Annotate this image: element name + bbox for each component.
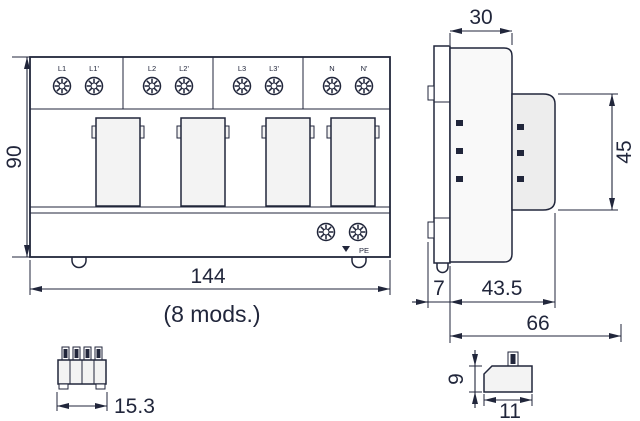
terminal-foot	[58, 383, 69, 390]
plug-pin-contact	[510, 354, 516, 364]
vent-slot-marks	[456, 120, 524, 182]
screw-terminal-icon	[316, 222, 336, 242]
terminal-foot	[95, 383, 106, 390]
front-panel-lines	[30, 57, 390, 214]
terminal-block-detail	[57, 346, 107, 390]
plug-module	[91, 117, 145, 207]
dim-height-90: 90	[3, 56, 31, 258]
screw-terminal-icon	[354, 76, 374, 96]
dim-height-45: 45	[558, 93, 636, 211]
dim-value: 90	[3, 145, 26, 168]
front-view: L1 L1' L2 L2' L3 L3' N N'	[29, 56, 391, 269]
plug-body	[483, 365, 533, 393]
rail-clip-lower	[427, 221, 435, 239]
din-rail-column	[433, 45, 451, 264]
mounting-hooks	[71, 257, 367, 269]
terminal-label: N	[329, 64, 334, 73]
terminal-label: L3	[238, 64, 246, 73]
terminal-label: L1	[58, 64, 66, 73]
dim-value: 43.5	[482, 277, 523, 300]
dim-value: 9	[445, 373, 468, 385]
modules-note: (8 mods.)	[163, 301, 260, 327]
extension-lines	[56, 392, 108, 411]
contact-pins	[63, 349, 101, 358]
screw-terminal-icon	[52, 76, 72, 96]
screw-terminal-icon	[174, 76, 194, 96]
release-clip	[436, 263, 449, 274]
dim-value: 11	[499, 400, 521, 421]
rail-clip-upper	[427, 85, 435, 101]
plug-module	[176, 117, 230, 207]
screw-terminal-icon	[142, 76, 162, 96]
dim-total-66: 66	[450, 312, 622, 342]
dim-top-30: 30	[449, 6, 513, 45]
dim-value: 7	[433, 277, 445, 300]
terminal-label: L1'	[89, 64, 99, 73]
extension-lines	[449, 33, 513, 45]
screw-terminal-icon	[322, 76, 342, 96]
terminal-dividers	[69, 360, 95, 384]
dim-value: 30	[469, 6, 492, 29]
dim-value: 66	[526, 312, 549, 335]
screw-terminal-icon	[232, 76, 252, 96]
side-view	[427, 45, 556, 274]
dim-value: 15.3	[114, 395, 155, 418]
dim-value: 144	[190, 265, 225, 288]
dim-width-15p3: 15.3	[56, 392, 155, 418]
dim-width-144: 144	[29, 260, 391, 295]
terminal-label: L2'	[179, 64, 189, 73]
screw-terminal-icon	[348, 222, 368, 242]
dim-height-9: 9	[445, 350, 482, 408]
screw-terminal-icon	[84, 76, 104, 96]
plug-module	[326, 117, 380, 207]
screw-terminal-icon	[264, 76, 284, 96]
terminal-label: L3'	[269, 64, 279, 73]
ground-arrow-icon	[342, 246, 350, 252]
pe-label: PE	[359, 246, 369, 255]
terminal-label: N'	[361, 64, 368, 73]
dim-depth-7-and-43p5: 7 43.5	[412, 213, 556, 343]
plug-module	[261, 117, 315, 207]
extension-lines	[558, 93, 618, 211]
rail-slot-lines	[434, 101, 450, 219]
dim-width-11: 11	[483, 394, 533, 421]
terminal-label: L2	[148, 64, 156, 73]
plug-detail	[483, 351, 533, 393]
side-body	[449, 47, 513, 263]
dim-value: 45	[613, 140, 636, 163]
